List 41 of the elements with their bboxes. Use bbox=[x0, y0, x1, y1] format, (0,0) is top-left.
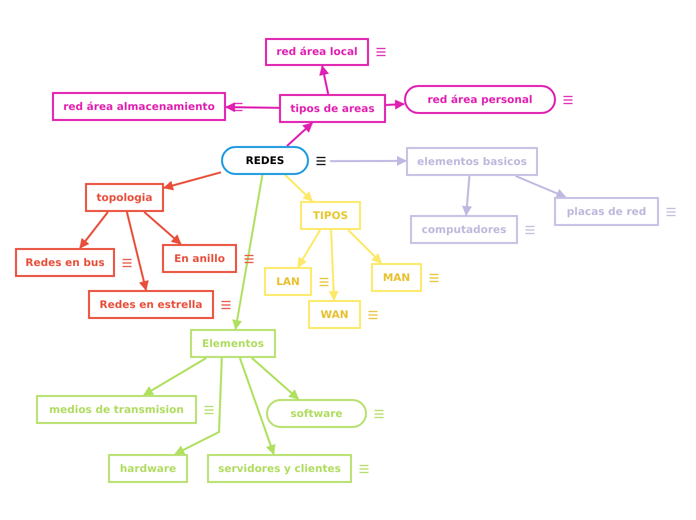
topic-box: medios de transmision bbox=[36, 395, 197, 424]
arrow bbox=[143, 357, 207, 396]
arrow bbox=[126, 212, 149, 291]
topic-box: MAN bbox=[371, 263, 422, 292]
arrow bbox=[297, 229, 321, 268]
arrow bbox=[328, 230, 339, 301]
arrow bbox=[330, 156, 407, 166]
topic-box: Redes en estrella bbox=[88, 290, 214, 319]
arrow bbox=[319, 65, 330, 94]
topic-box: TIPOS bbox=[300, 201, 361, 230]
topic-box: Elementos bbox=[190, 329, 276, 358]
arrow bbox=[284, 174, 313, 202]
rounded-topic-box: red área personal bbox=[404, 85, 556, 114]
topic-box: tipos de areas bbox=[279, 94, 386, 123]
topic-box: placas de red bbox=[554, 197, 659, 226]
topic-box: hardware bbox=[108, 454, 188, 483]
topic-box: En anillo bbox=[162, 244, 237, 273]
topic-box: Redes en bus bbox=[15, 248, 115, 277]
topic-box: LAN bbox=[264, 267, 312, 296]
rounded-topic-box: REDES bbox=[221, 146, 309, 175]
arrow bbox=[348, 229, 382, 264]
arrow bbox=[515, 175, 566, 198]
arrow bbox=[386, 100, 405, 110]
arrow bbox=[286, 122, 313, 147]
topic-box: red área almacenamiento bbox=[52, 92, 226, 121]
arrow bbox=[144, 211, 182, 245]
topic-box: servidores y clientes bbox=[207, 454, 352, 483]
arrow bbox=[232, 174, 264, 330]
arrow bbox=[163, 171, 222, 190]
arrow bbox=[251, 357, 300, 400]
topic-box: topologia bbox=[85, 183, 164, 212]
arrow bbox=[225, 102, 280, 112]
topic-box: WAN bbox=[308, 300, 361, 329]
topic-box: computadores bbox=[410, 215, 518, 244]
arrow bbox=[462, 176, 472, 216]
topic-box: red área local bbox=[265, 38, 369, 66]
topic-box: elementos basicos bbox=[406, 147, 538, 176]
arrow bbox=[238, 358, 276, 455]
arrow bbox=[79, 211, 109, 249]
rounded-topic-box: software bbox=[266, 399, 367, 428]
arrow bbox=[174, 358, 223, 455]
